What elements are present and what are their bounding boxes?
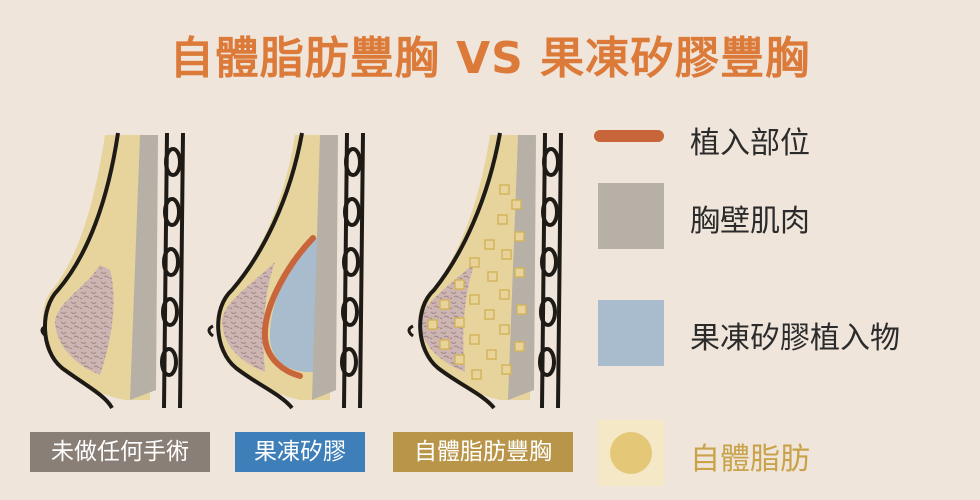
- fat-cells: [427, 184, 527, 380]
- caption-no-surgery: 未做任何手術: [30, 432, 210, 472]
- legend-swatch-implant-line: [594, 130, 664, 142]
- skin-outline: [418, 132, 502, 410]
- rib-line: [358, 132, 365, 409]
- gland-tissue: [55, 265, 114, 375]
- skin-outline: [43, 132, 120, 410]
- nipple: [407, 324, 414, 338]
- nipple: [40, 324, 47, 338]
- ribs: [340, 147, 362, 377]
- panel-fat-grafting: [407, 132, 563, 410]
- implant-line: [261, 235, 316, 379]
- legend-swatch-implant: [598, 300, 664, 366]
- legend-label-chest-muscle: 胸壁肌肉: [690, 204, 810, 239]
- implant: [269, 238, 324, 372]
- panel-no-surgery: [40, 132, 185, 410]
- chest-muscle: [130, 135, 158, 400]
- legend-swatch-muscle: [598, 183, 664, 249]
- legend-label-fat: 自體脂肪: [690, 442, 810, 477]
- ribs: [160, 147, 182, 377]
- caption-silicone: 果凍矽膠: [235, 432, 365, 472]
- nipple: [207, 324, 214, 338]
- rib-line: [556, 132, 563, 409]
- ribs: [538, 147, 560, 377]
- caption-fat-grafting: 自體脂肪豐胸: [393, 432, 573, 472]
- page-title: 自體脂肪豐胸 VS 果凍矽膠豐胸: [169, 33, 811, 84]
- legend-label-silicone-implant: 果凍矽膠植入物: [690, 321, 900, 356]
- gland-tissue: [222, 262, 275, 372]
- panel-silicone: [207, 132, 365, 410]
- rib-line: [178, 132, 185, 409]
- legend-label-implant-site: 植入部位: [690, 126, 810, 161]
- legend-swatch-fat: [610, 432, 652, 474]
- chest-muscle: [312, 135, 338, 400]
- skin-outline: [216, 132, 304, 410]
